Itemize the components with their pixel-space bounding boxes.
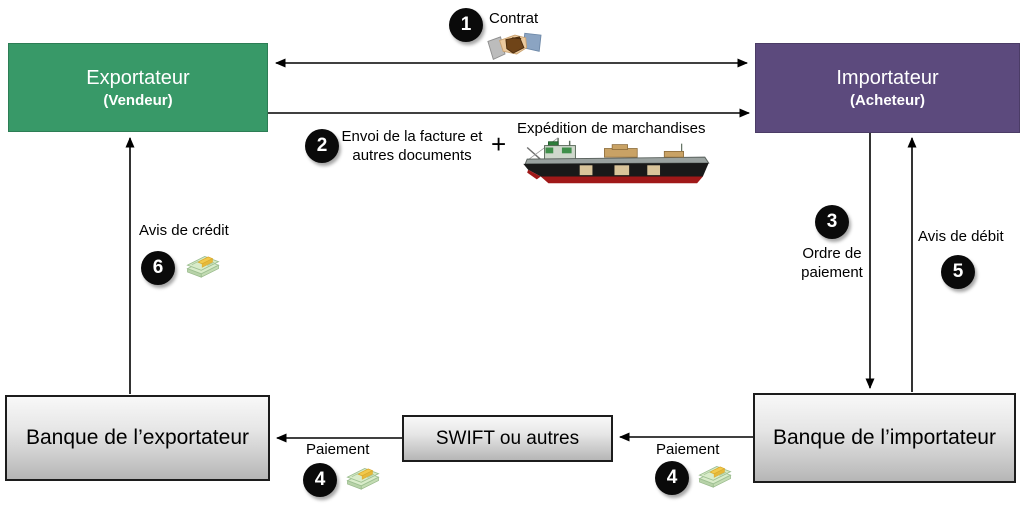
node-banque-exportateur: Banque de l’exportateur [5,395,270,481]
node-exportateur: Exportateur (Vendeur) [8,43,268,132]
step-2-badge: 2 [305,129,339,163]
money-icon [696,460,734,497]
envoi-facture-label: Envoi de la facture et autres documents [341,128,483,164]
paiement-left-label: Paiement [306,441,370,458]
cargo-ship-icon [518,134,714,195]
paiement-right-label: Paiement [656,441,720,458]
avis-credit-label: Avis de crédit [139,222,229,239]
ordre-paiement-label: Ordre de paiement [801,245,863,281]
importateur-subtitle: (Acheteur) [849,92,925,109]
plus-sign: + [491,129,507,159]
exportateur-title: Exportateur [86,66,190,89]
step-3-badge: 3 [815,205,849,239]
banque-exportateur-label: Banque de l’exportateur [26,426,249,449]
importateur-title: Importateur [836,67,939,89]
swift-label: SWIFT ou autres [435,427,580,449]
expedition-label: Expédition de marchandises [517,120,706,137]
node-swift: SWIFT ou autres [402,415,613,462]
step-4-right-badge: 4 [655,461,689,495]
node-importateur: Importateur (Acheteur) [755,43,1020,133]
money-icon [344,462,382,499]
avis-debit-label: Avis de débit [918,228,1004,245]
step-6-badge: 6 [141,251,175,285]
contrat-label: Contrat [489,10,539,27]
handshake-icon [485,27,543,68]
step-5-badge: 5 [941,255,975,289]
node-banque-importateur: Banque de l’importateur [753,393,1016,483]
step-1-badge: 1 [449,8,483,42]
step-4-left-badge: 4 [303,463,337,497]
exportateur-subtitle: (Vendeur) [103,91,173,109]
money-icon [184,250,222,287]
banque-importateur-label: Banque de l’importateur [773,426,996,449]
